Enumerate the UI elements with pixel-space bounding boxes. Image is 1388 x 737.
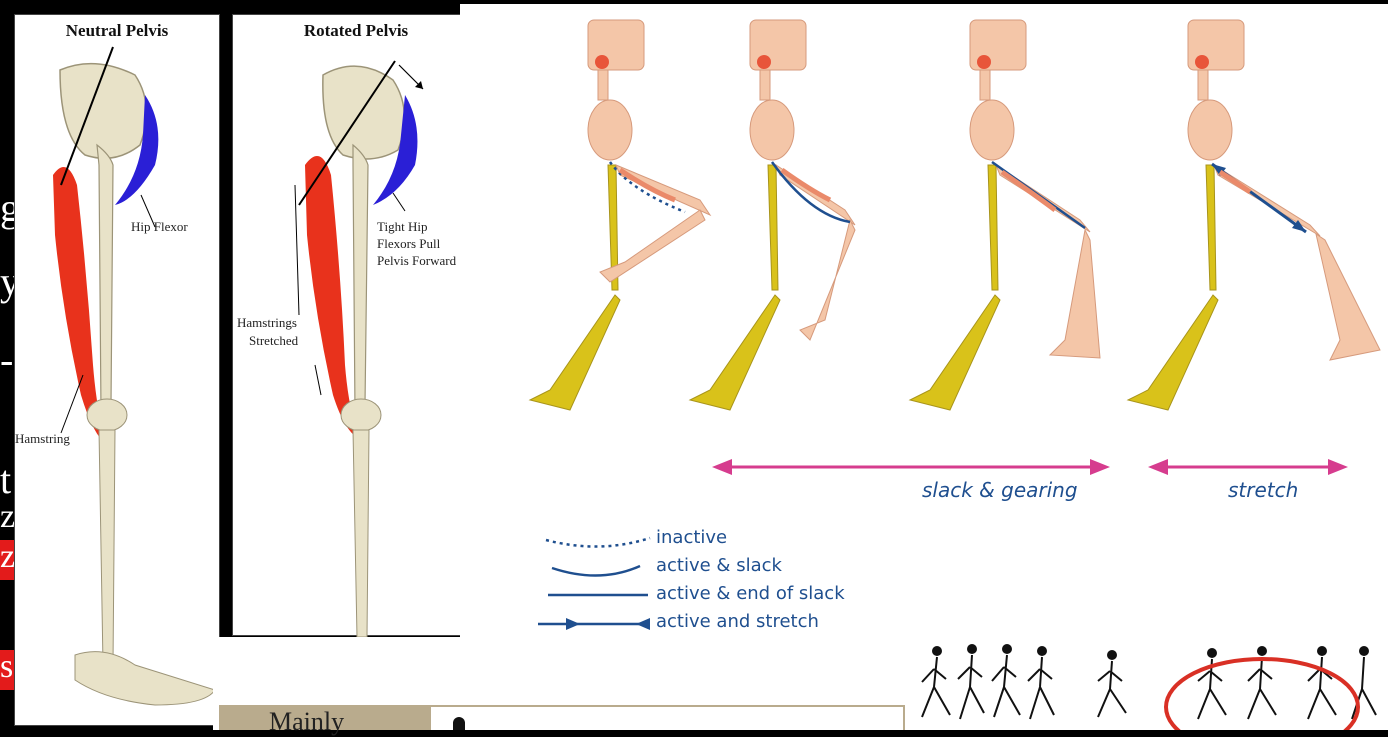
runners-illustration <box>912 637 1388 730</box>
legend-active-slack: active & slack <box>656 555 782 576</box>
top-edge-strip <box>460 0 1388 4</box>
rotated-pelvis-panel: Rotated Pelvis Tight Hip Flexors Pull Pe… <box>232 14 480 636</box>
skeleton-1 <box>530 20 710 410</box>
legend-active-end-of-slack: active & end of slack <box>656 583 845 604</box>
slack-gearing-label: slack & gearing <box>922 478 1078 502</box>
legend-inactive: inactive <box>656 527 727 548</box>
skeleton-4 <box>1128 20 1380 410</box>
legend-active-and-stretch: active and stretch <box>656 611 819 632</box>
gait-phases-figure: slack & gearing stretch inactive active … <box>460 0 1388 640</box>
slide-text-z-highlight: z <box>0 540 14 580</box>
neutral-leg-illustration <box>15 15 221 727</box>
slide-text-z: z <box>0 500 15 534</box>
slide-text-dash: - <box>0 340 13 380</box>
hamstrings-stretched-label-1: Hamstrings <box>237 315 297 331</box>
skeleton-3 <box>910 20 1100 410</box>
hamstrings-stretched-label-2: Stretched <box>249 333 298 349</box>
table-header-cell: Mainly <box>219 705 429 730</box>
table-header-text: Mainly <box>269 707 344 737</box>
table-figure-icon <box>453 717 465 730</box>
stretch-label: stretch <box>1228 478 1298 502</box>
tight-hip-flexors-label-3: Pelvis Forward <box>377 253 456 269</box>
table-border <box>429 705 905 730</box>
hip-flexor-label: Hip Flexor <box>131 219 188 235</box>
hamstring-label: Hamstring <box>15 431 70 447</box>
slide-text-s-highlight: s <box>0 650 14 690</box>
table-strip-image: Mainly <box>213 637 913 730</box>
tight-hip-flexors-label-1: Tight Hip <box>377 219 427 235</box>
gait-skeletons <box>460 0 1388 640</box>
runners-sequence-image <box>912 637 1388 730</box>
skeleton-2 <box>690 20 855 410</box>
neutral-pelvis-panel: Neutral Pelvis Hip Flexor Hamstring <box>14 14 220 726</box>
tight-hip-flexors-label-2: Flexors Pull <box>377 236 440 252</box>
slide-text-t: t <box>0 460 11 500</box>
